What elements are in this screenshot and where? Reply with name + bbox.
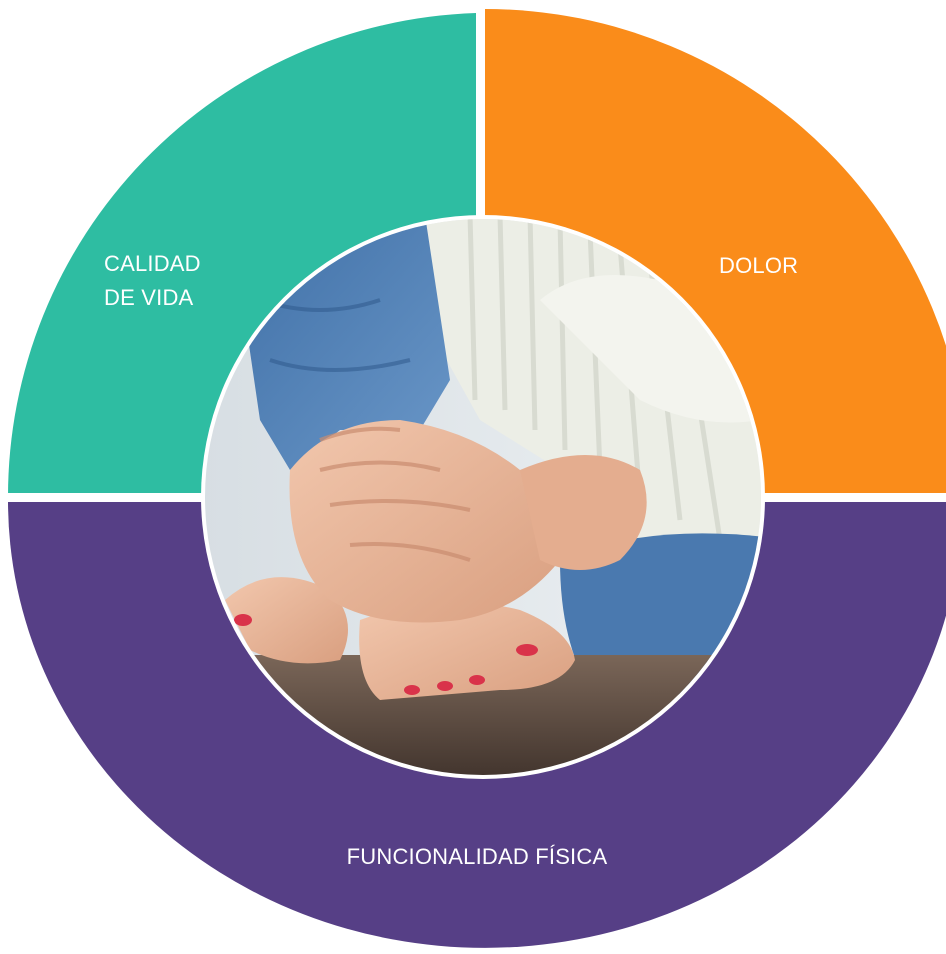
calidad-de-vida-label-line2: DE VIDA [104, 285, 194, 310]
funcionalidad-fisica-label: FUNCIONALIDAD FÍSICA [347, 844, 608, 869]
calidad-de-vida-label: CALIDAD [104, 251, 201, 276]
dolor-label: DOLOR [719, 253, 798, 278]
